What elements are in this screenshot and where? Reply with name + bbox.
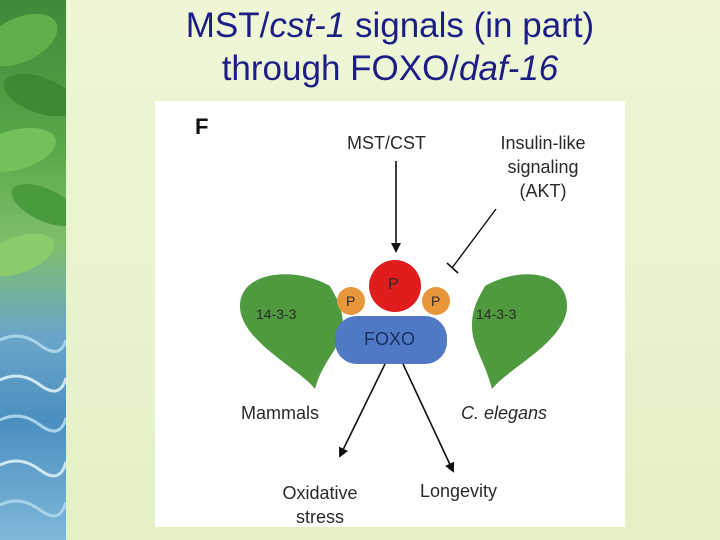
label-insulin-line: (AKT) bbox=[519, 181, 567, 201]
title-line-1: MST/cst-1 signals (in part) bbox=[80, 4, 700, 47]
label-oxidative-line: Oxidative bbox=[282, 483, 358, 503]
leaf-decoration bbox=[0, 13, 66, 518]
inhibition-line bbox=[451, 208, 497, 269]
protein-14-3-3-right-shape bbox=[472, 274, 567, 389]
label-insulin-signaling: Insulin-like signaling (AKT) bbox=[473, 131, 613, 203]
label-phospho-right: P bbox=[431, 293, 441, 309]
label-mammals: Mammals bbox=[241, 403, 320, 423]
title-gene-cst1: cst-1 bbox=[269, 6, 346, 45]
arrow-to-oxidative-stress bbox=[339, 363, 386, 458]
label-oxidative-line: stress bbox=[295, 507, 344, 527]
inhibition-bar bbox=[446, 262, 459, 274]
foxo-shape bbox=[335, 316, 447, 364]
label-14-3-3-right: 14-3-3 bbox=[476, 306, 517, 322]
title-text: MST/ bbox=[185, 6, 270, 45]
label-phospho-center: P bbox=[388, 276, 399, 293]
phospho-center-shape bbox=[369, 260, 421, 312]
label-foxo: FOXO bbox=[364, 329, 416, 349]
title-text: signals (in part) bbox=[345, 6, 595, 45]
phospho-left-shape bbox=[337, 287, 365, 315]
decorative-leaf-water-band bbox=[0, 0, 66, 540]
label-insulin-line: Insulin-like bbox=[500, 133, 586, 153]
label-c-elegans: C. elegans bbox=[461, 403, 548, 423]
label-insulin-line: signaling bbox=[507, 157, 579, 177]
title-text: through FOXO/ bbox=[221, 49, 460, 88]
pathway-figure: F MST/CST Insulin-like signaling (AKT) 1… bbox=[155, 101, 625, 527]
label-phospho-left: P bbox=[346, 293, 356, 309]
panel-letter: F bbox=[195, 114, 209, 139]
label-14-3-3-left: 14-3-3 bbox=[256, 306, 297, 322]
pathway-diagram bbox=[240, 161, 567, 473]
title-gene-daf16: daf-16 bbox=[459, 49, 559, 88]
phospho-right-shape bbox=[422, 287, 450, 315]
slide-title: MST/cst-1 signals (in part) through FOXO… bbox=[80, 4, 700, 90]
label-mst-cst: MST/CST bbox=[347, 133, 426, 153]
protein-14-3-3-left-shape bbox=[240, 274, 343, 389]
label-longevity: Longevity bbox=[420, 481, 498, 501]
title-line-2: through FOXO/daf-16 bbox=[80, 47, 700, 90]
label-oxidative-stress: Oxidative stress bbox=[263, 481, 377, 529]
arrow-to-longevity bbox=[402, 363, 455, 473]
